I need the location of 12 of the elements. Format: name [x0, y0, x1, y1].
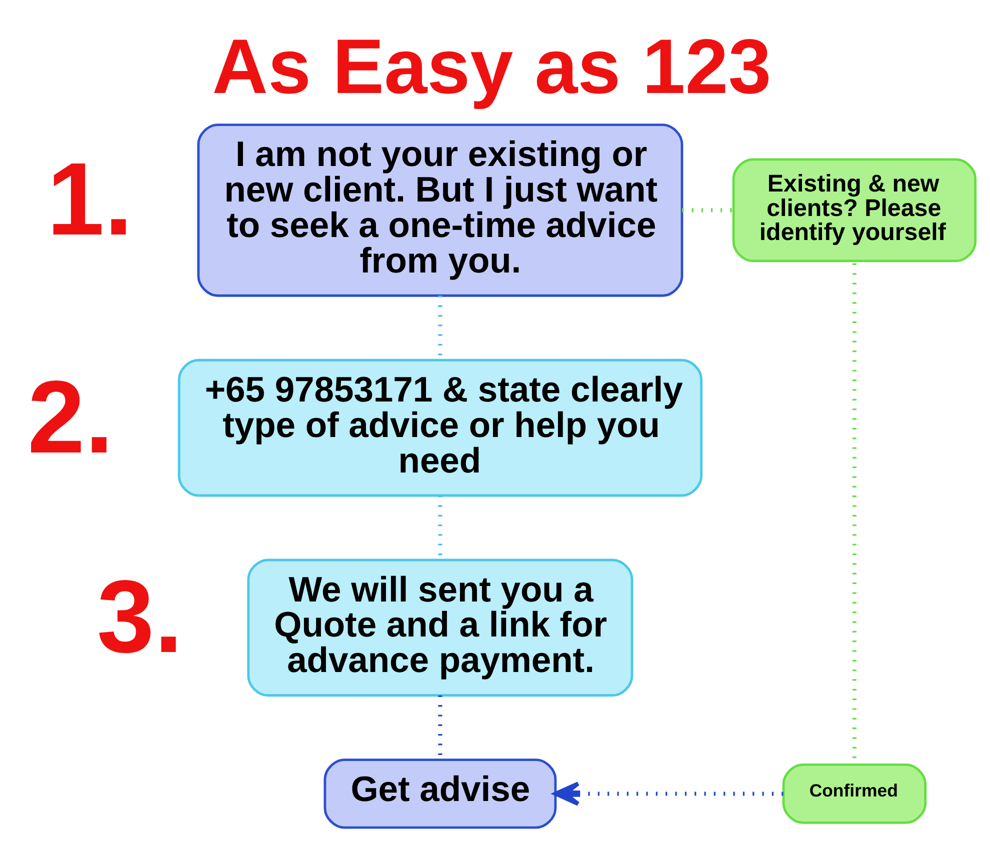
node-box: Existing & new clients? Please identify yourself [732, 158, 977, 262]
node-box: +65 97853171 & state clearly type of advice or help you need [178, 358, 703, 497]
connector [682, 208, 734, 212]
arrow [553, 782, 784, 806]
node-label: 1. [46, 142, 133, 257]
node-label: 2. [28, 359, 114, 474]
node-box: We will sent you a Quote and a link for advance payment. [247, 558, 634, 697]
node-box: I am not your existing or new client. But I just want to seek a one-time advice from you. [197, 124, 684, 297]
node-box: Confirmed [782, 763, 927, 824]
diagram-title: As Easy as 123 [212, 24, 772, 110]
node-box: Get advise [324, 758, 557, 829]
node-label: 3. [96, 559, 183, 674]
